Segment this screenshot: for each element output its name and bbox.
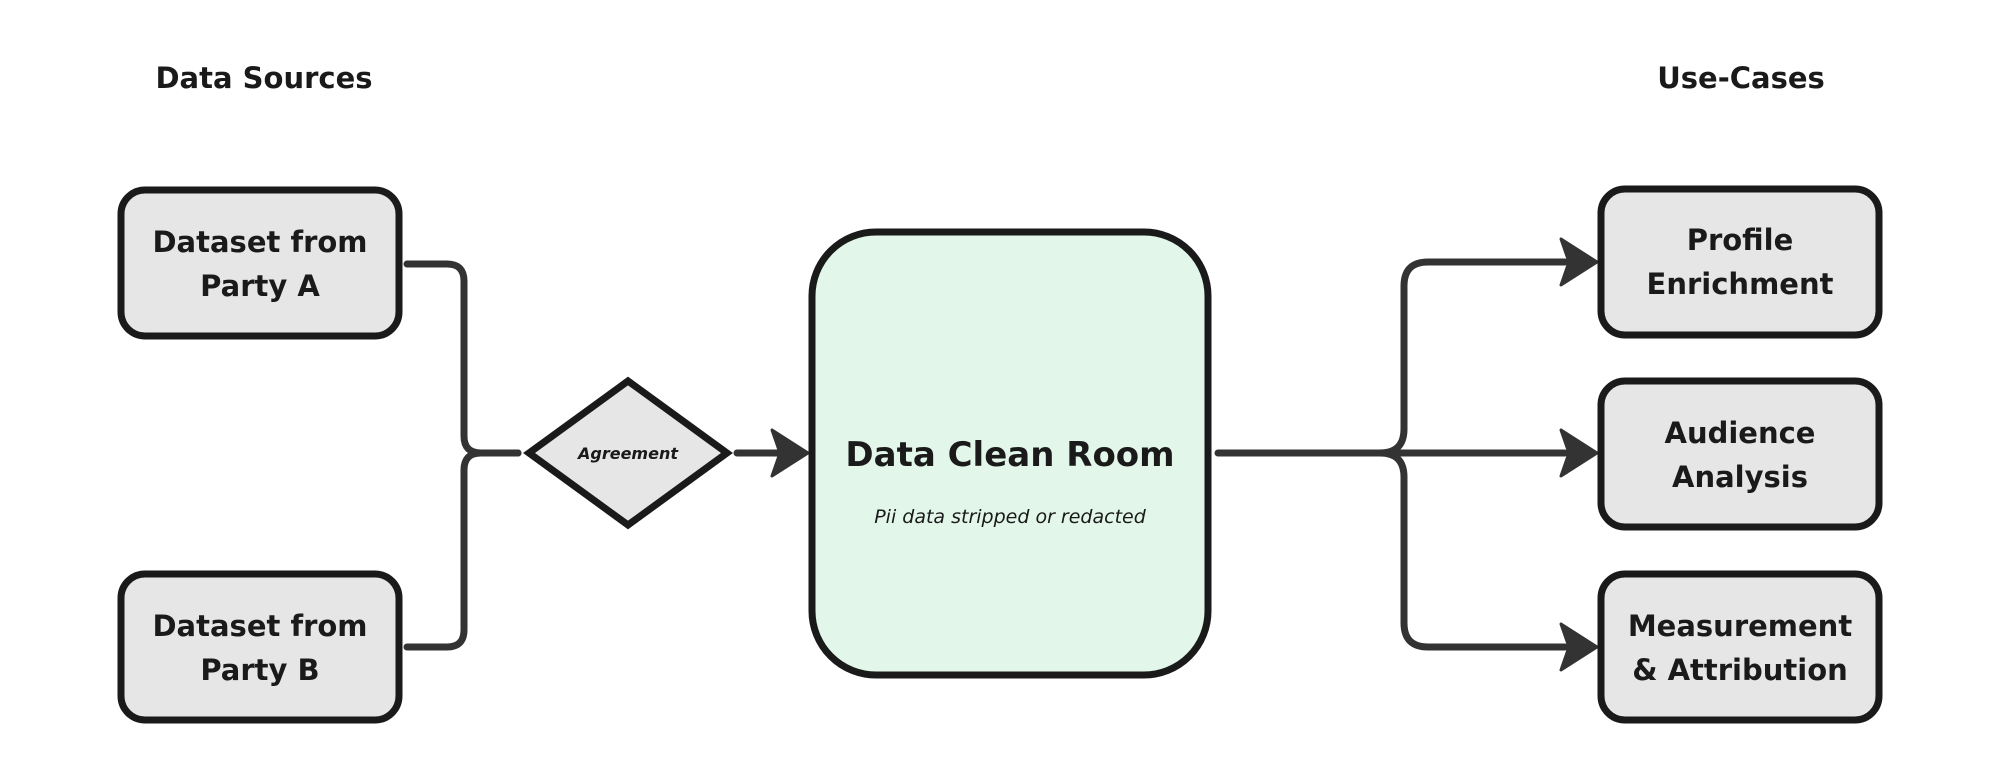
connector-party-a-to-agreement: [403, 260, 522, 457]
arrowhead-profile: [1559, 237, 1599, 287]
connector-party-b-to-agreement: [403, 449, 522, 651]
source-label-line2: Party A: [200, 269, 320, 303]
agreement-node: Agreement: [523, 376, 733, 530]
arrowhead-audience: [1559, 428, 1599, 478]
clean-room-subtitle: Pii data stripped or redacted: [874, 506, 1147, 528]
source-label-line1: Dataset from: [152, 225, 367, 259]
use-case-label-line1: Measurement: [1628, 609, 1853, 643]
source-node-party-a: Dataset from Party A: [117, 186, 403, 340]
connector-clean-room-to-profile: [1376, 258, 1569, 457]
agreement-label: Agreement: [576, 444, 679, 463]
clean-room-node: Data Clean Room Pii data stripped or red…: [808, 228, 1212, 679]
use-case-node-audience-analysis: Audience Analysis: [1597, 377, 1883, 531]
source-label-line2: Party B: [200, 653, 319, 687]
clean-room-title: Data Clean Room: [845, 435, 1174, 475]
heading-data-sources: Data Sources: [155, 61, 372, 95]
use-case-label-line2: Enrichment: [1647, 267, 1834, 301]
use-case-label-line2: Analysis: [1672, 460, 1808, 494]
arrowhead-measurement: [1559, 622, 1599, 672]
arrowhead-clean-room: [770, 428, 810, 478]
heading-use-cases: Use-Cases: [1657, 61, 1825, 95]
use-case-label-line1: Audience: [1665, 416, 1816, 450]
use-case-label-line2: & Attribution: [1632, 653, 1848, 687]
use-case-node-measurement-attribution: Measurement & Attribution: [1597, 570, 1883, 724]
use-case-label-line1: Profile: [1687, 223, 1794, 257]
use-case-node-profile-enrichment: Profile Enrichment: [1597, 185, 1883, 339]
source-label-line1: Dataset from: [152, 609, 367, 643]
source-node-party-b: Dataset from Party B: [117, 570, 403, 724]
connector-clean-room-to-measurement: [1376, 449, 1569, 651]
